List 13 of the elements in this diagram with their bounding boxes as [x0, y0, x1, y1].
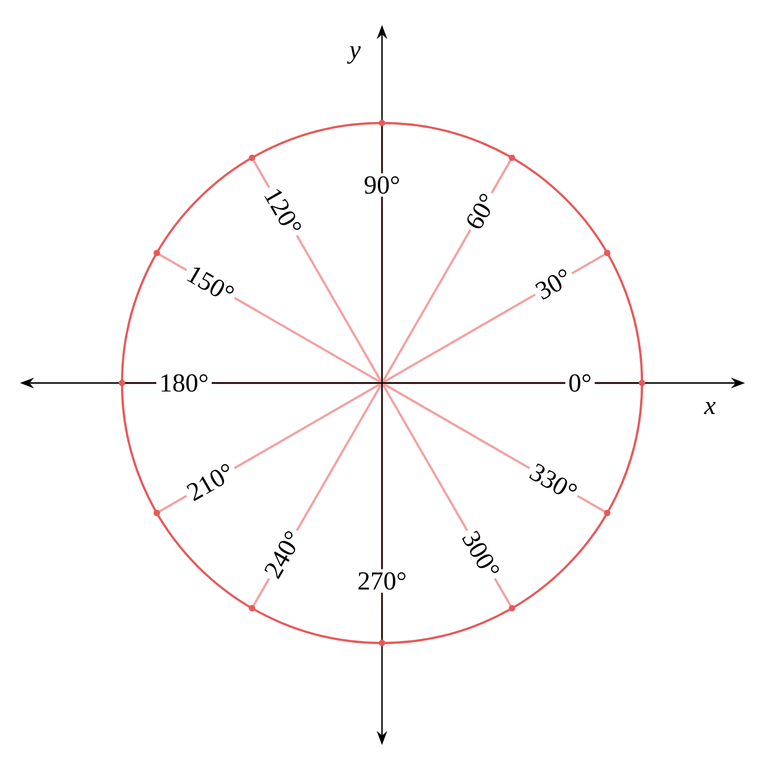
angle-label: 300° [456, 524, 506, 584]
angle-label: 210° [180, 458, 240, 506]
angle-label: 330° [524, 458, 584, 506]
angle-label: 0° [565, 371, 595, 395]
axis-label: y [347, 46, 361, 64]
angle-label: 270° [354, 569, 410, 593]
angle-label: 60° [460, 187, 502, 236]
angle-label: 30° [529, 263, 578, 305]
angle-label: 120° [258, 182, 308, 242]
angle-label: 150° [180, 260, 240, 308]
axis-label: x [704, 402, 716, 414]
angle-label: 180° [156, 371, 212, 395]
angle-label: 90° [360, 173, 404, 197]
